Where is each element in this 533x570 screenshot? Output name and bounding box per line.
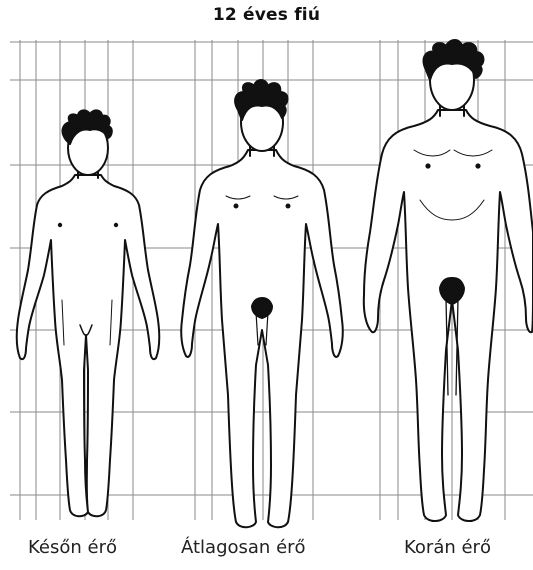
- label-early-maturing: Korán érő: [404, 537, 491, 558]
- label-late-maturing: Későn érő: [28, 537, 117, 558]
- label-average-maturing: Átlagosan érő: [181, 537, 306, 558]
